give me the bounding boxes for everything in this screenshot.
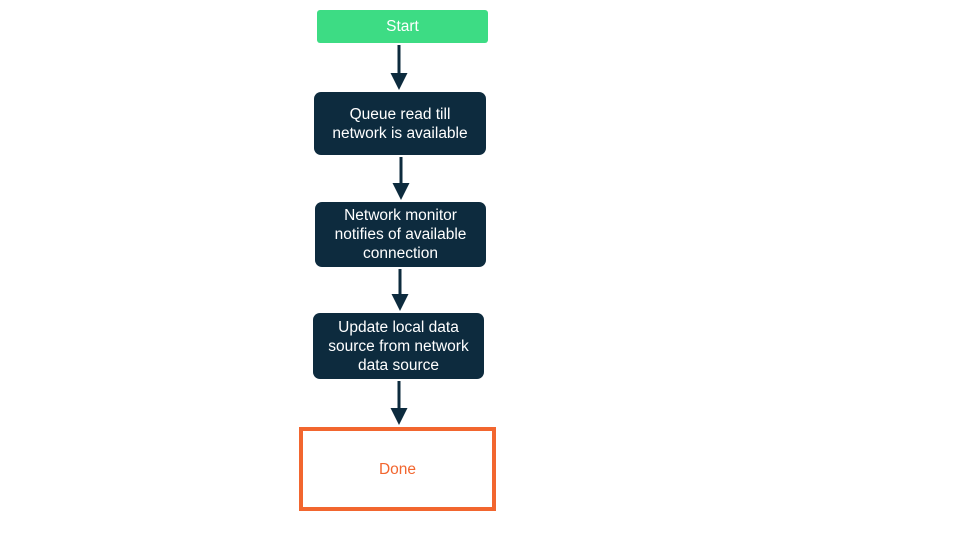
flow-node-start[interactable]: Start (317, 10, 488, 43)
flow-edge-start-to-queue-read (390, 45, 408, 90)
flow-edge-update-local-to-done (390, 381, 408, 425)
flow-node-update-local[interactable]: Update local data source from network da… (313, 313, 484, 379)
flow-edge-queue-read-to-network-monitor (392, 157, 410, 200)
flow-node-network-monitor[interactable]: Network monitor notifies of available co… (315, 202, 486, 267)
flow-edge-network-monitor-to-update-local (391, 269, 409, 311)
flow-node-queue-read[interactable]: Queue read till network is available (314, 92, 486, 155)
flow-node-done[interactable]: Done (299, 427, 496, 511)
